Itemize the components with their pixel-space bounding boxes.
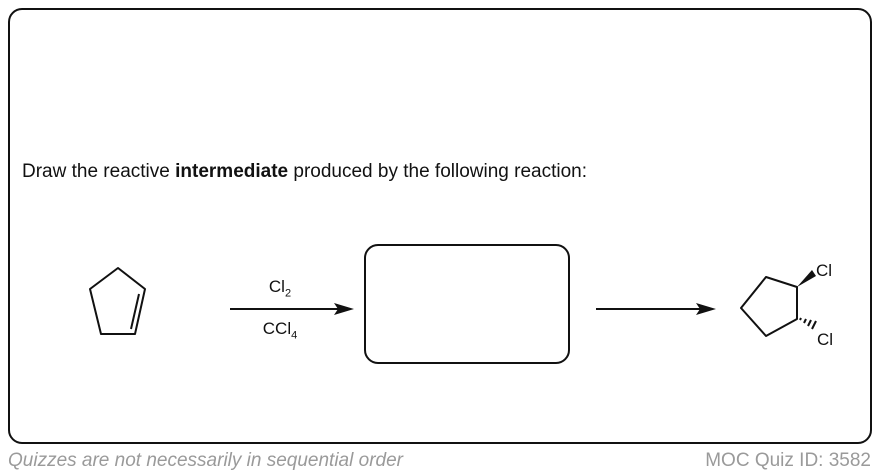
reagent-top-subscript: 2 [284,287,292,300]
question-suffix: produced by the following reaction: [288,161,588,182]
quiz-card [8,8,872,444]
reagent-bottom: CCl4 [240,319,320,341]
product-cl-bottom: Cl [817,330,834,349]
quiz-id: MOC Quiz ID: 3582 [705,450,871,471]
question-prefix: Draw the reactive [22,161,176,182]
product-cl-top: Cl [816,261,833,280]
reagent-top-main: Cl [268,277,285,296]
reagent-bottom-subscript: 4 [291,329,298,342]
footer-note: Quizzes are not necessarily in sequentia… [8,450,403,471]
reagent-bottom-main: CCl [262,319,292,338]
question-text: Draw the reactive intermediate produced … [22,161,587,183]
answer-drawing-box[interactable] [364,244,570,364]
question-emphasis: intermediate [175,161,289,182]
reagent-top: Cl2 [240,277,320,299]
